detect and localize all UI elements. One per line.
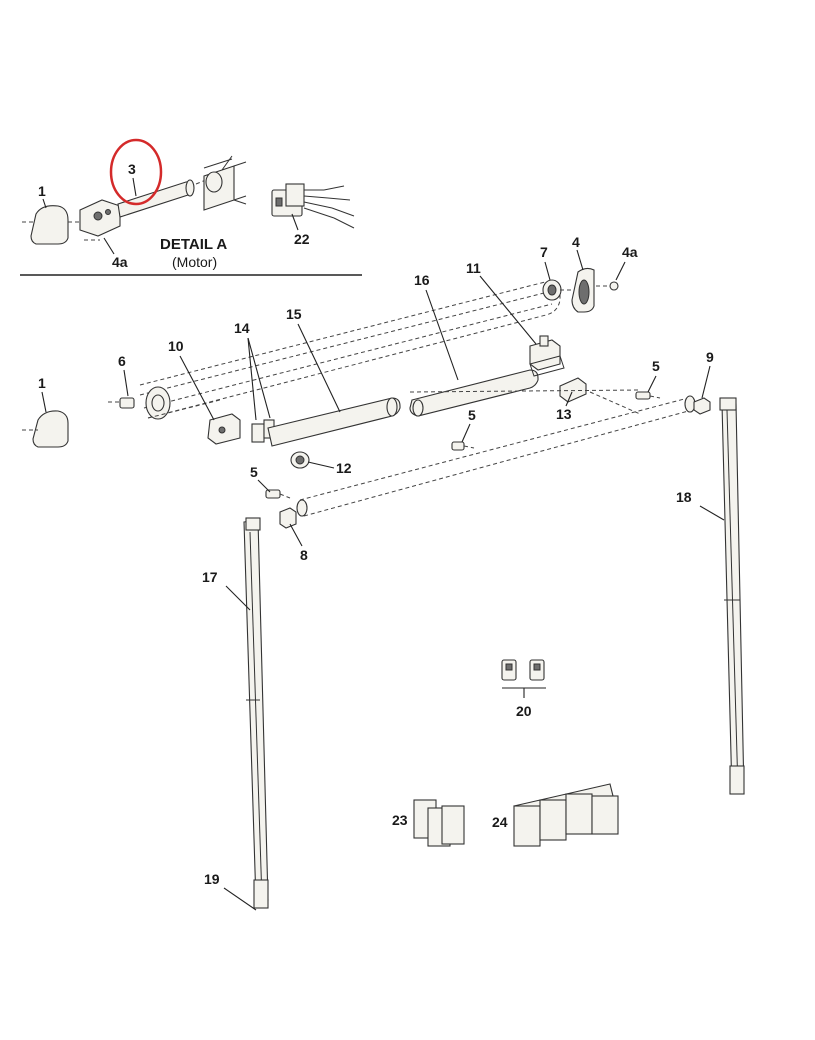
callout-14: 14 — [234, 320, 250, 336]
callout-24: 24 — [492, 814, 508, 830]
callout-11: 11 — [466, 260, 481, 276]
detail-subtitle: (Motor) — [172, 254, 217, 270]
bracket-14 — [251, 423, 265, 443]
callout-5: 5 — [250, 464, 258, 480]
detail-title: DETAIL A — [160, 236, 227, 253]
clips-20 — [501, 659, 546, 698]
detail-end-cap — [30, 205, 69, 245]
callout-19: 19 — [204, 871, 220, 887]
coupler-7 — [542, 279, 574, 301]
detail-callout-3: 3 — [128, 161, 136, 177]
callout-23: 23 — [392, 812, 408, 828]
callout-6: 6 — [118, 353, 126, 369]
roller-tube — [139, 281, 561, 419]
screw-4a — [609, 281, 619, 291]
pin-6 — [108, 397, 135, 409]
callout-7: 7 — [540, 244, 548, 260]
callout-17: 17 — [202, 569, 218, 585]
detail-a-section: 1 3 4a 22 DETAIL A (Motor) — [20, 138, 362, 276]
callout-5: 5 — [652, 358, 660, 374]
spring-tube-16 — [409, 369, 539, 417]
callout-20: 20 — [516, 703, 532, 719]
arm-18 — [719, 397, 745, 795]
end-cap — [32, 410, 69, 448]
detail-callout-4a: 4a — [112, 254, 128, 270]
callout-1: 1 — [38, 375, 46, 391]
callout-12: 12 — [336, 460, 352, 476]
detail-callout-22: 22 — [294, 231, 310, 247]
detail-callout-1: 1 — [38, 183, 46, 199]
bracket-9 — [693, 397, 711, 415]
callout-4a: 4a — [622, 244, 638, 260]
callout-5: 5 — [468, 407, 476, 423]
arm-17 — [243, 517, 269, 909]
callout-16: 16 — [414, 272, 430, 288]
brackets-23 — [413, 799, 465, 847]
highlight-circle — [109, 138, 163, 206]
callout-8: 8 — [300, 547, 308, 563]
brackets-24 — [513, 783, 619, 847]
collar-12 — [290, 451, 310, 469]
front-lead-rail — [296, 389, 696, 517]
callout-13: 13 — [556, 406, 572, 422]
detail-motor-tube — [117, 181, 194, 218]
callout-9: 9 — [706, 349, 714, 365]
callout-18: 18 — [676, 489, 692, 505]
bracket-8 — [279, 507, 297, 529]
callout-4: 4 — [572, 234, 580, 250]
bracket-13 — [559, 377, 587, 403]
callout-10: 10 — [168, 338, 184, 354]
bolt-5 — [451, 441, 475, 451]
callout-15: 15 — [286, 306, 302, 322]
bolt-5 — [635, 391, 661, 400]
spring-tube-15 — [267, 397, 401, 447]
